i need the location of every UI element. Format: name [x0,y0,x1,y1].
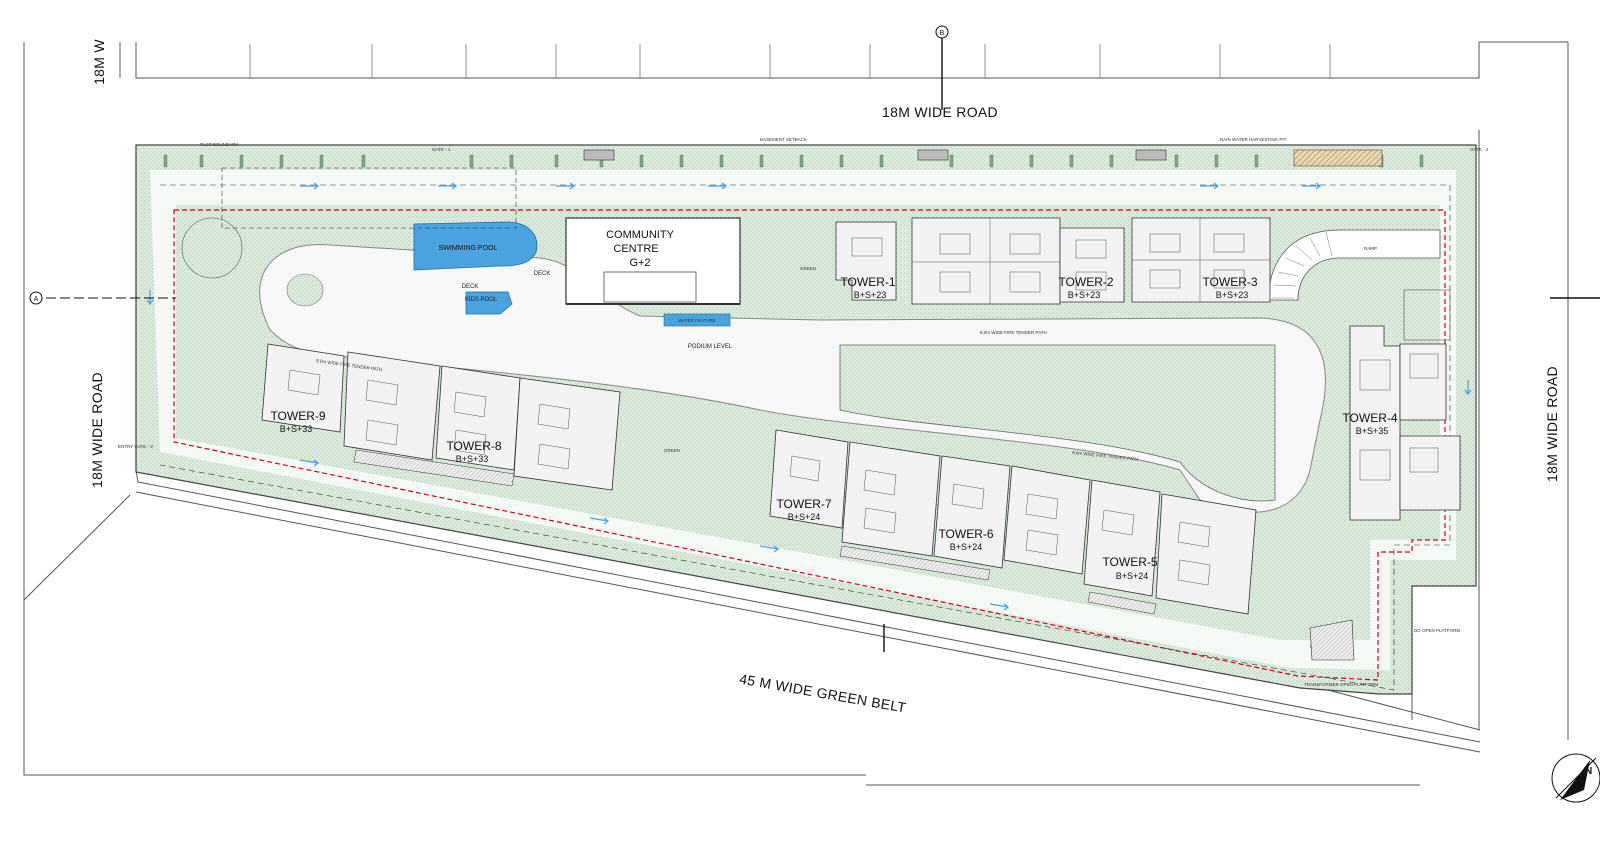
traffic-arrows [146,182,1472,611]
ramp-northeast [1267,229,1441,301]
water-feature-label: WATER FEATURE [678,318,716,323]
electrical-room-shape [1309,619,1355,661]
note-rain-water: RAIN WATER HARVESTING PIT [1220,137,1287,142]
kids-pool-label: KIDS POOL [465,297,498,303]
tower-row-southeast-details [789,455,1211,586]
community-centre: COMMUNITY CENTRE G+2 [565,217,741,305]
section-marker-b: B [940,30,945,37]
tower-labels: TOWER-1 B+S+23 TOWER-2 B+S+23 TOWER-3 B+… [270,275,1397,581]
tower-6-podium-hatch [839,545,991,581]
tower-blocks-southeast [769,429,1257,615]
central-green [839,344,1276,502]
hatched-utility-north [1293,149,1383,167]
community-centre-floors: G+2 [629,257,650,269]
boundary-trees-north [163,154,1424,168]
note-dg-open: DG OPEN PLATFORM [1414,628,1460,633]
east-road-label: 18M WIDE ROAD [1544,366,1560,482]
tower-8-podium-hatch [353,449,515,487]
note-gate-1: GATE - 1 [432,147,451,152]
west-road-label: 18M WIDE ROAD [89,372,105,488]
tower-4-details [1359,353,1439,481]
tower-1-floors: B+S+23 [854,290,887,300]
tower-5-floors: B+S+24 [1116,571,1149,581]
section-line-a: A [29,291,176,305]
green-belt-edge [23,469,1481,753]
tower-9-name: TOWER-9 [270,409,325,423]
tower-7-name: TOWER-7 [776,497,831,511]
tower-5-podium-hatch [1087,591,1157,615]
tower-2-floors: B+S+23 [1068,290,1101,300]
north-gates [583,149,1167,161]
tower-6-name: TOWER-6 [938,527,993,541]
tower-4-floors: B+S+35 [1356,426,1389,436]
tower-2-name: TOWER-2 [1058,275,1113,289]
deck-label-2: DECK [534,271,551,277]
note-plot-boundary: PLOT BOUNDARY [200,142,238,147]
tower-9-floors: B+S+33 [280,424,313,434]
north-arrow-label: N [1585,766,1592,777]
pool-area: SWIMMING POOL KIDS POOL WATER FEATURE DE… [413,221,816,453]
community-centre-line2: CENTRE [613,243,658,255]
note-transformer: TRANSFORMER OPEN PLATFORM [1304,682,1378,687]
peripheral-driveway [150,170,1456,670]
note-fire-path-3: 9.0m WIDE FIRE TENDER PATH [1072,450,1139,462]
note-fire-path-2: 9.0m WIDE FIRE TENDER PATH [980,330,1047,335]
tower-4-name: TOWER-4 [1342,411,1397,425]
tower-5-name: TOWER-5 [1102,555,1157,569]
podium-level-label: PODIUM LEVEL [688,344,733,350]
note-ramp: RAMP [1364,246,1377,251]
tower-1-name: TOWER-1 [840,275,895,289]
water-feature-shape [663,313,731,327]
swimming-pool-shape [413,221,538,271]
tower-3-floors: B+S+23 [1216,290,1249,300]
tower-4-block [1349,289,1461,521]
north-road-label: 18M WIDE ROAD [882,104,998,120]
tower-8-name: TOWER-8 [446,439,501,453]
deck-label-1: DECK [462,284,479,290]
green-label-1: GREEN [800,266,816,271]
tower-block-details-north [851,218,1270,304]
tower-6-floors: B+S+24 [950,542,983,552]
west-green-oval [286,273,324,307]
ramp-stripes [1272,231,1333,299]
round-feature [181,217,243,279]
green-label-2: GREEN [664,448,680,453]
tower-8-floors: B+S+33 [456,454,489,464]
tower-3-name: TOWER-3 [1202,275,1257,289]
tower-blocks-southwest [261,343,621,491]
tower-7-floors: B+S+24 [788,512,821,522]
note-basement-setback: BASEMENT SETBACK [760,137,807,142]
note-gate-2: GATE - 2 [1470,147,1489,152]
north-road-dividers [249,44,1331,78]
tower-row-southwest-details [287,369,571,470]
community-centre-line1: COMMUNITY [606,229,674,241]
swimming-pool-label: SWIMMING POOL [439,245,498,252]
north-west-road-label: 18M W [91,39,107,85]
green-belt-label: 45 M WIDE GREEN BELT [738,671,907,716]
kids-pool-shape [465,291,513,315]
dashed-outline-pool [221,167,517,229]
north-arrow: N [1551,753,1600,803]
basement-line [159,184,1451,691]
section-marker-a: A [34,296,39,303]
note-entry-gate: ENTRY GATE - 3 [118,444,153,449]
section-line-b: B [883,25,1600,652]
